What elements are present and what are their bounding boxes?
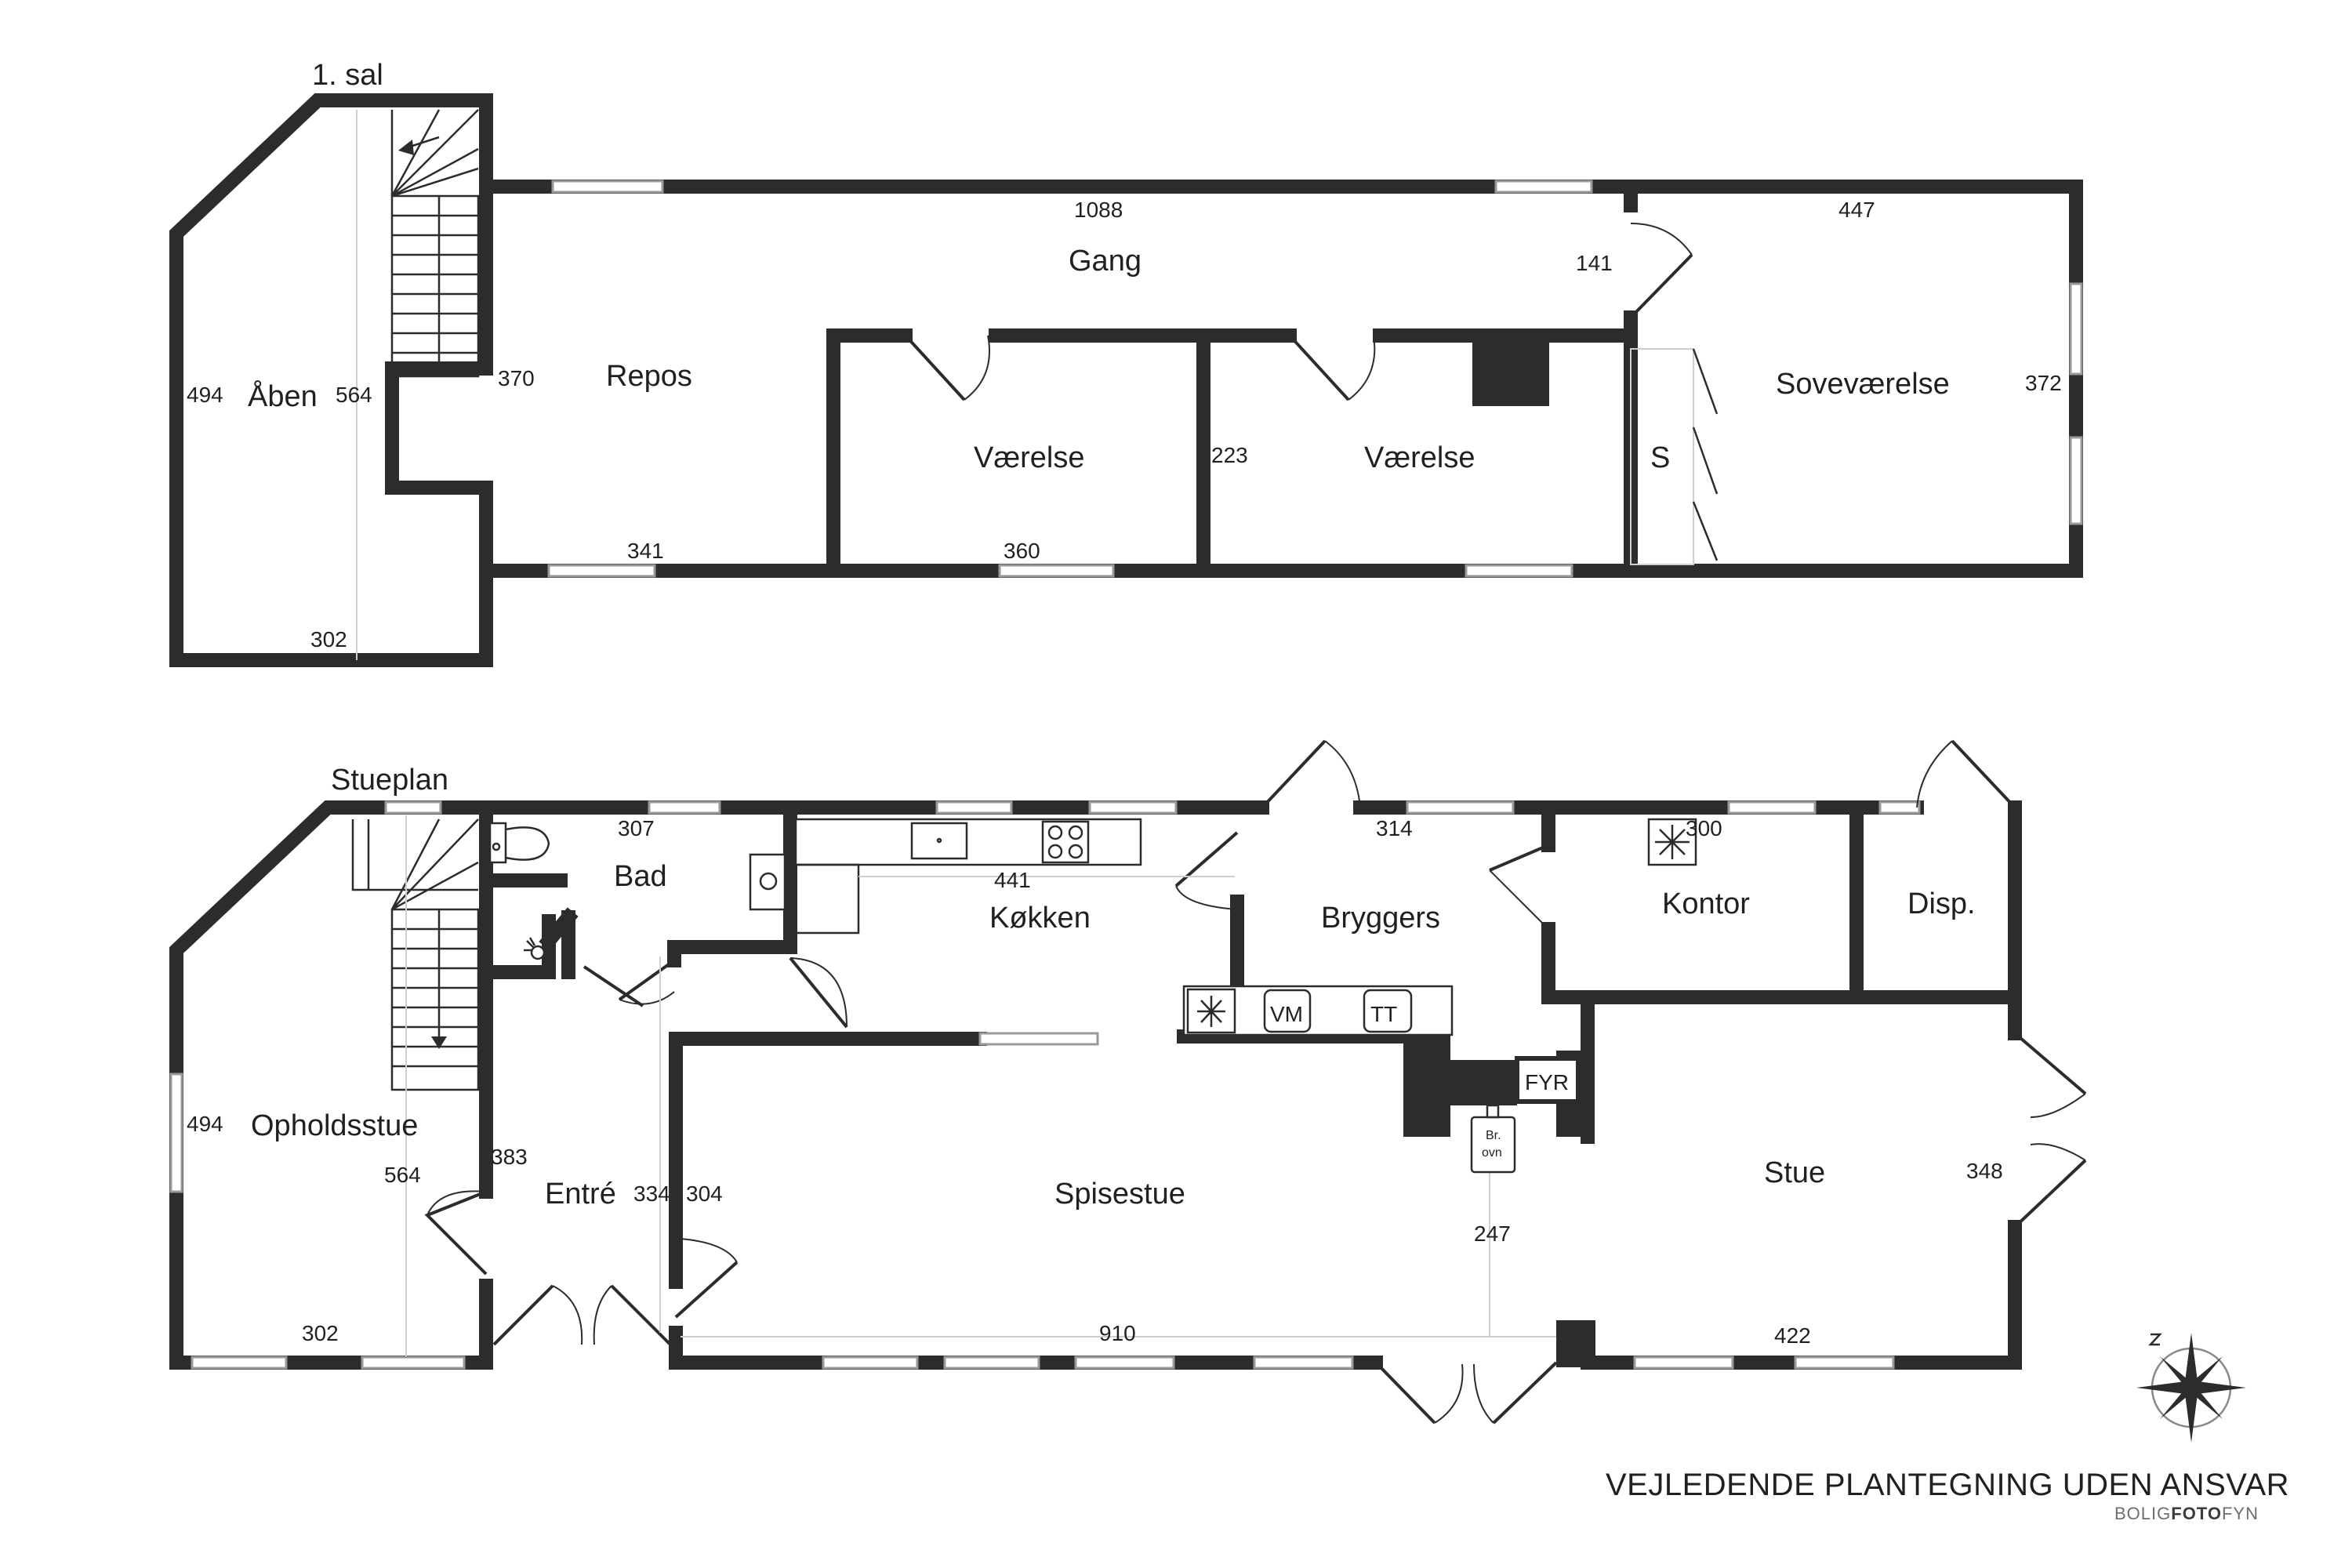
dim-223: 223 — [1211, 443, 1248, 467]
dim-341: 341 — [627, 539, 664, 563]
upper-left-wall — [169, 93, 493, 667]
dim-1088: 1088 — [1074, 198, 1123, 222]
room-bad: Bad — [614, 860, 667, 893]
stove-icon — [1041, 820, 1090, 864]
room-aaben: Åben — [248, 379, 318, 413]
dim-360: 360 — [1004, 539, 1040, 563]
dim-348: 348 — [1966, 1159, 2003, 1183]
ground-floor: VM TT FYR Br. ovn Stueplan Bad Køkken Br… — [169, 739, 2087, 1425]
ground-bath-right — [667, 808, 797, 967]
dim-494-ground: 494 — [187, 1112, 223, 1136]
toilet — [488, 822, 550, 864]
upper-windows — [547, 180, 2083, 578]
dim-383: 383 — [491, 1145, 528, 1169]
upper-floor: 1. sal Åben Gang Repos Værelse Værelse S… — [169, 59, 2083, 667]
dim-564-ground: 564 — [384, 1163, 421, 1187]
room-repos: Repos — [606, 360, 692, 393]
dim-447: 447 — [1838, 198, 1875, 222]
fyr-box — [1515, 1056, 1581, 1104]
dim-334: 334 — [633, 1181, 670, 1206]
dim-314: 314 — [1376, 816, 1413, 840]
room-kontor: Kontor — [1662, 887, 1750, 920]
ground-post — [1556, 1320, 1595, 1367]
ground-bath-inner — [539, 907, 579, 979]
room-vaerelse-2: Værelse — [1364, 441, 1475, 474]
stairs-down-arrow — [431, 1036, 447, 1049]
room-bryggers: Bryggers — [1321, 902, 1440, 935]
ground-floor-title: Stueplan — [331, 764, 448, 797]
dim-302-upper: 302 — [310, 627, 347, 652]
ground-chimney — [1403, 1029, 1517, 1137]
dim-422: 422 — [1774, 1323, 1811, 1348]
brand-logo: BOLIGFOTOFYN — [2114, 1504, 2259, 1523]
room-stue: Stue — [1764, 1156, 1825, 1189]
room-disp: Disp. — [1907, 887, 1976, 920]
dim-441: 441 — [994, 868, 1031, 892]
wood-stove — [1470, 1116, 1516, 1174]
upper-doors — [904, 223, 1693, 401]
upper-closet-doors — [1692, 348, 1719, 561]
upper-floor-title: 1. sal — [312, 59, 383, 92]
dim-300: 300 — [1686, 816, 1722, 840]
dim-302-ground: 302 — [302, 1321, 339, 1345]
upper-chimney — [1472, 337, 1549, 406]
room-gang: Gang — [1069, 245, 1142, 278]
room-sovevaerelse: Soveværelse — [1776, 368, 1950, 401]
upper-main-wall — [479, 180, 2083, 578]
ground-windows — [169, 800, 1921, 1370]
upper-partition-3 — [1196, 180, 1638, 578]
dim-141: 141 — [1576, 251, 1613, 275]
wood-stove-label-2: ovn — [1482, 1146, 1502, 1160]
dim-372: 372 — [2025, 371, 2062, 395]
disclaimer-text: VEJLEDENDE PLANTEGNING UDEN ANSVAR — [1606, 1468, 2289, 1502]
room-koekken: Køkken — [989, 902, 1091, 935]
upper-closet — [1630, 348, 1694, 565]
dim-564-upper: 564 — [336, 383, 372, 407]
tt-label: TT — [1370, 1002, 1397, 1026]
ground-kontor — [1541, 808, 2022, 1004]
kitchen-fixtures — [749, 818, 1235, 935]
shower-icon — [530, 945, 546, 960]
ground-stairs — [351, 815, 1556, 1356]
ground-bath-wall — [483, 873, 568, 979]
room-opholdsstue: Opholdsstue — [251, 1109, 418, 1142]
bath-fixtures — [488, 822, 550, 960]
kitchen-sink — [910, 822, 968, 860]
upper-stairs — [356, 109, 480, 660]
upper-partition-1 — [826, 328, 913, 578]
room-skab: S — [1650, 441, 1670, 474]
dim-247: 247 — [1474, 1221, 1511, 1246]
ground-dining-top — [669, 1032, 987, 1289]
dim-370: 370 — [498, 366, 535, 390]
wood-stove-label-1: Br. — [1486, 1129, 1501, 1142]
dim-494-upper: 494 — [187, 383, 223, 407]
room-vaerelse-1: Værelse — [974, 441, 1085, 474]
room-entre: Entré — [545, 1178, 616, 1210]
vm-label: VM — [1270, 1002, 1303, 1026]
tumble-dryer — [1363, 989, 1413, 1033]
washing-machine — [1263, 989, 1312, 1033]
fyr-label: FYR — [1525, 1070, 1569, 1094]
compass-rose-icon — [2136, 1333, 2246, 1443]
upper-stair-notch — [385, 93, 493, 578]
dim-910: 910 — [1099, 1321, 1136, 1345]
dim-304: 304 — [686, 1181, 723, 1206]
dim-307: 307 — [618, 816, 655, 840]
ground-doors — [424, 739, 2087, 1425]
room-spisestue: Spisestue — [1054, 1178, 1185, 1210]
bryggers-fixtures: VM TT FYR Br. ovn — [1182, 818, 1697, 1174]
